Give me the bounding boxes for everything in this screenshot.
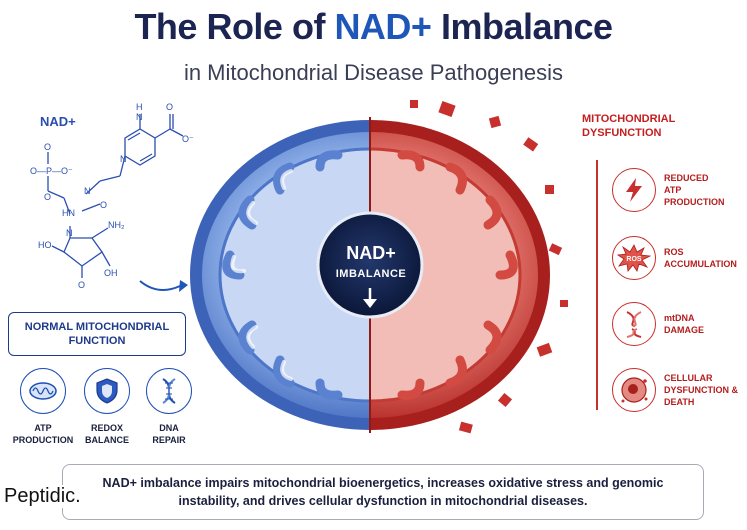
feature-icon-ring <box>612 368 656 412</box>
center-badge <box>316 211 424 319</box>
feature-label: DNA REPAIR <box>152 423 186 446</box>
atom-o-carbonyl: O <box>166 102 173 112</box>
atom-o-ring: O <box>78 280 85 290</box>
ros-badge-text: ROS <box>626 256 642 263</box>
center-label-imbalance: IMBALANCE <box>335 268 407 280</box>
feature-label: ATP PRODUCTION <box>12 423 74 446</box>
atom-n-top: N <box>136 112 143 122</box>
ros-burst-icon: ROS <box>617 244 651 272</box>
feature-redox-balance: REDOX BALANCE <box>72 368 142 446</box>
feature-label: CELLULAR DYSFUNCTION & DEATH <box>664 372 738 408</box>
shield-icon <box>96 378 118 404</box>
damaged-half <box>370 120 550 430</box>
atom-n-ring: N <box>66 228 73 238</box>
feature-icon-ring <box>84 368 130 414</box>
feature-ros-accumulation: ROS ROS ACCUMULATION <box>612 236 744 280</box>
dysfunction-connector-line <box>596 160 598 410</box>
feature-cellular-death: CELLULAR DYSFUNCTION & DEATH <box>612 368 744 412</box>
feature-reduced-atp: REDUCED ATP PRODUCTION <box>612 168 744 212</box>
center-label-nad: NAD+ <box>346 243 396 263</box>
feature-icon-ring <box>612 302 656 346</box>
title-suffix: Imbalance <box>431 6 613 47</box>
feature-icon-ring <box>612 168 656 212</box>
atom-phosphate: O—P—O⁻ <box>30 166 73 176</box>
title-accent: NAD+ <box>334 6 432 47</box>
feature-icon-ring: ROS <box>612 236 656 280</box>
page-title: The Role of NAD+ Imbalance <box>0 6 747 48</box>
nad-molecule-structure: H N O O⁻ N O—P—O⁻ O O N O HN N NH₂ HO OH… <box>30 102 194 292</box>
debris-fragments <box>410 100 568 434</box>
feature-dna-repair: DNA REPAIR <box>134 368 204 446</box>
feature-icon-ring <box>20 368 66 414</box>
caption-box: NAD+ imbalance impairs mitochondrial bio… <box>62 464 704 520</box>
curved-arrow <box>139 280 181 291</box>
mitochondrion-icon <box>29 382 57 400</box>
arrow-head <box>179 280 188 292</box>
dying-cell-icon <box>621 377 648 403</box>
down-arrow-icon <box>363 288 377 308</box>
title-prefix: The Role of <box>134 6 335 47</box>
atom-n-link: N <box>84 186 91 196</box>
atom-ho: HO <box>38 240 52 250</box>
atom-o-upper: O <box>44 142 51 152</box>
feature-mtdna-damage: mtDNA DAMAGE <box>612 302 744 346</box>
feature-label: mtDNA DAMAGE <box>664 312 704 335</box>
atom-nh: H <box>136 102 143 112</box>
atom-hn: HN <box>62 208 75 218</box>
atom-nh2: NH₂ <box>108 220 125 230</box>
atom-o-lower: O <box>44 192 51 202</box>
feature-atp-production: ATP PRODUCTION <box>8 368 78 446</box>
feature-label: REDUCED ATP PRODUCTION <box>664 172 725 208</box>
page-subtitle: in Mitochondrial Disease Pathogenesis <box>183 60 564 85</box>
atom-n-plus: N <box>120 154 127 164</box>
lightning-icon <box>626 178 642 202</box>
feature-label: REDOX BALANCE <box>85 423 129 446</box>
dysfunction-title: MITOCHONDRIAL DYSFUNCTION <box>582 113 676 140</box>
molecule-label: NAD+ <box>40 114 76 129</box>
brand-logo: Peptidic. <box>4 485 83 508</box>
damaged-dna-icon <box>626 311 642 338</box>
feature-label: ROS ACCUMULATION <box>664 246 737 269</box>
normal-function-box: NORMAL MITOCHONDRIAL FUNCTION <box>8 312 186 356</box>
mitochondrion-diagram <box>190 100 568 434</box>
atom-oh: OH <box>104 268 118 278</box>
atom-o-minus: O⁻ <box>182 134 194 144</box>
dna-icon <box>162 378 176 404</box>
feature-icon-ring <box>146 368 192 414</box>
healthy-half <box>190 120 370 430</box>
atom-o-link: O <box>100 200 107 210</box>
